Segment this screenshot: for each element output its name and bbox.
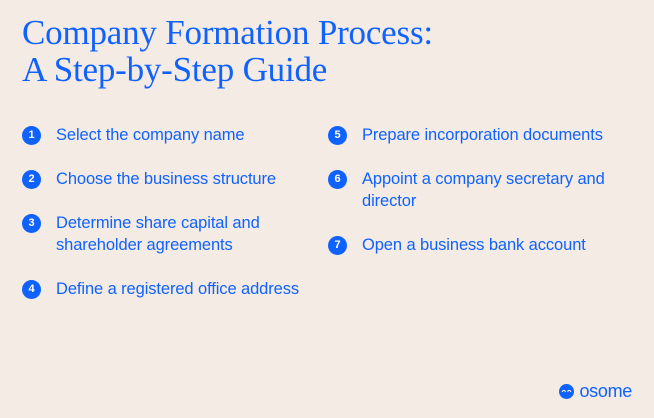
step-number-badge: 7 xyxy=(328,236,347,255)
step-number-badge: 5 xyxy=(328,126,347,145)
osome-logo: osome xyxy=(559,382,632,400)
osome-wordmark: osome xyxy=(579,381,632,401)
step-number-badge: 6 xyxy=(328,170,347,189)
osome-face-icon xyxy=(559,383,575,399)
step-label: Select the company name xyxy=(56,126,245,144)
step-label: Define a registered office address xyxy=(56,280,300,298)
step-number-badge: 4 xyxy=(22,280,41,299)
step-label: Prepare incorporation documents xyxy=(362,126,603,144)
step-label: Choose the business structure xyxy=(56,170,276,188)
list-item: 3 Determine share capital and shareholde… xyxy=(22,212,322,256)
steps-column-right: 5 Prepare incorporation documents 6 Appo… xyxy=(328,124,628,256)
page-title: Company Formation Process: A Step-by-Ste… xyxy=(22,14,622,88)
step-label: Determine share capital and shareholder … xyxy=(56,214,260,254)
step-label: Open a business bank account xyxy=(362,236,586,254)
list-item: 1 Select the company name xyxy=(22,124,322,146)
list-item: 5 Prepare incorporation documents xyxy=(328,124,628,146)
steps-column-left: 1 Select the company name 2 Choose the b… xyxy=(22,124,322,300)
step-number-badge: 3 xyxy=(22,214,41,233)
step-number-badge: 1 xyxy=(22,126,41,145)
step-label: Appoint a company secretary and director xyxy=(362,170,605,210)
page-title-line-1: Company Formation Process: xyxy=(22,13,433,52)
list-item: 6 Appoint a company secretary and direct… xyxy=(328,168,628,212)
list-item: 7 Open a business bank account xyxy=(328,234,628,256)
step-number-badge: 2 xyxy=(22,170,41,189)
list-item: 4 Define a registered office address xyxy=(22,278,322,300)
page-title-line-2: A Step-by-Step Guide xyxy=(22,50,328,89)
list-item: 2 Choose the business structure xyxy=(22,168,322,190)
